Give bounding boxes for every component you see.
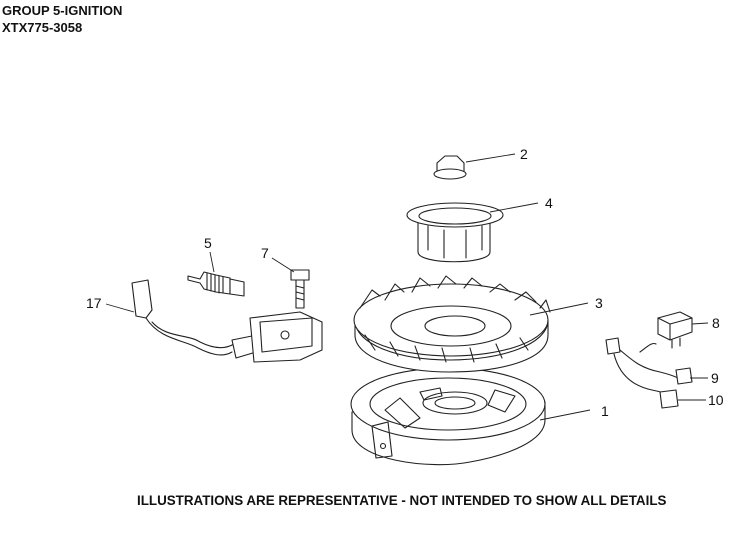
bolt-part[interactable] (290, 269, 310, 309)
spark-plug-part[interactable] (187, 271, 245, 297)
flywheel-cup-part[interactable] (406, 202, 504, 263)
callout-1: 1 (601, 403, 609, 419)
callout-7: 7 (261, 245, 269, 261)
callout-4: 4 (545, 195, 553, 211)
callout-5: 5 (204, 235, 212, 251)
wire-harness-part[interactable] (605, 337, 693, 409)
disclaimer-text: ILLUSTRATIONS ARE REPRESENTATIVE - NOT I… (137, 493, 667, 508)
switch-part[interactable] (657, 311, 693, 349)
nut-part[interactable] (433, 155, 467, 180)
flywheel-base-part[interactable] (350, 367, 546, 466)
ignition-coil-part[interactable] (131, 279, 323, 363)
callout-2: 2 (520, 146, 528, 162)
callout-8: 8 (712, 315, 720, 331)
flywheel-fan-part[interactable] (353, 275, 551, 373)
callout-17: 17 (86, 295, 102, 311)
group-title: GROUP 5-IGNITION (2, 3, 123, 18)
callout-9: 9 (711, 370, 719, 386)
model-number: XTX775-3058 (2, 20, 83, 35)
callout-10: 10 (708, 392, 724, 408)
callout-3: 3 (595, 295, 603, 311)
